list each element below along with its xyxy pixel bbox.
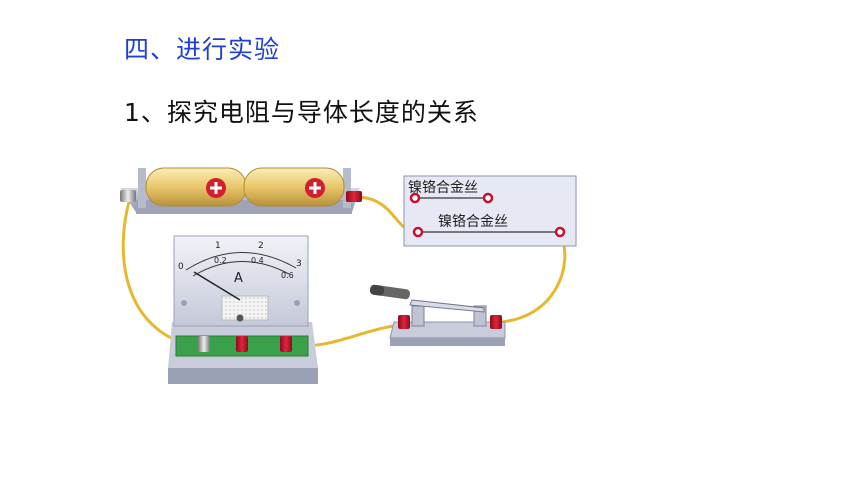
battery-holder bbox=[120, 167, 362, 214]
plus-icon bbox=[206, 178, 226, 198]
terminal-bottom-right bbox=[554, 226, 566, 238]
ammeter-terminal-0-6 bbox=[236, 336, 248, 352]
resistance-wire-board: 镍铬合金丝 镍铬合金丝 bbox=[403, 175, 577, 247]
scale-label-0: 0 bbox=[178, 262, 184, 272]
knife-switch bbox=[370, 284, 506, 346]
wire-label-bottom: 镍铬合金丝 bbox=[438, 214, 508, 230]
scale-label-0-6: 0.6 bbox=[281, 271, 294, 280]
terminal-top-right bbox=[482, 192, 494, 204]
battery-terminal-negative bbox=[120, 190, 136, 202]
ammeter-unit-label: A bbox=[234, 271, 243, 286]
slide-subheading: 1、探究电阻与导体长度的关系 bbox=[124, 98, 479, 127]
switch-terminal-left bbox=[398, 315, 410, 329]
scale-label-3: 3 bbox=[296, 259, 302, 269]
scale-label-1: 1 bbox=[215, 241, 221, 251]
scale-label-0-2: 0.2 bbox=[214, 256, 227, 265]
ammeter-terminal-3 bbox=[280, 336, 292, 352]
ammeter-needle bbox=[193, 271, 241, 301]
ammeter-terminal-negative bbox=[198, 336, 210, 352]
slide-heading: 四、进行实验 bbox=[124, 35, 281, 64]
ammeter: 0 1 2 3 0.2 0.4 0.6 A bbox=[168, 235, 318, 384]
scale-label-0-4: 0.4 bbox=[251, 256, 264, 265]
terminal-bottom-left bbox=[412, 226, 424, 238]
terminal-top-left bbox=[409, 192, 421, 204]
wire-label-top: 镍铬合金丝 bbox=[408, 180, 478, 196]
plus-icon bbox=[305, 178, 325, 198]
battery-terminal-positive bbox=[346, 191, 362, 202]
battery-cell-1 bbox=[145, 167, 247, 207]
scale-label-2: 2 bbox=[258, 241, 264, 251]
battery-cell-2 bbox=[243, 167, 345, 207]
switch-terminal-right bbox=[490, 315, 502, 329]
